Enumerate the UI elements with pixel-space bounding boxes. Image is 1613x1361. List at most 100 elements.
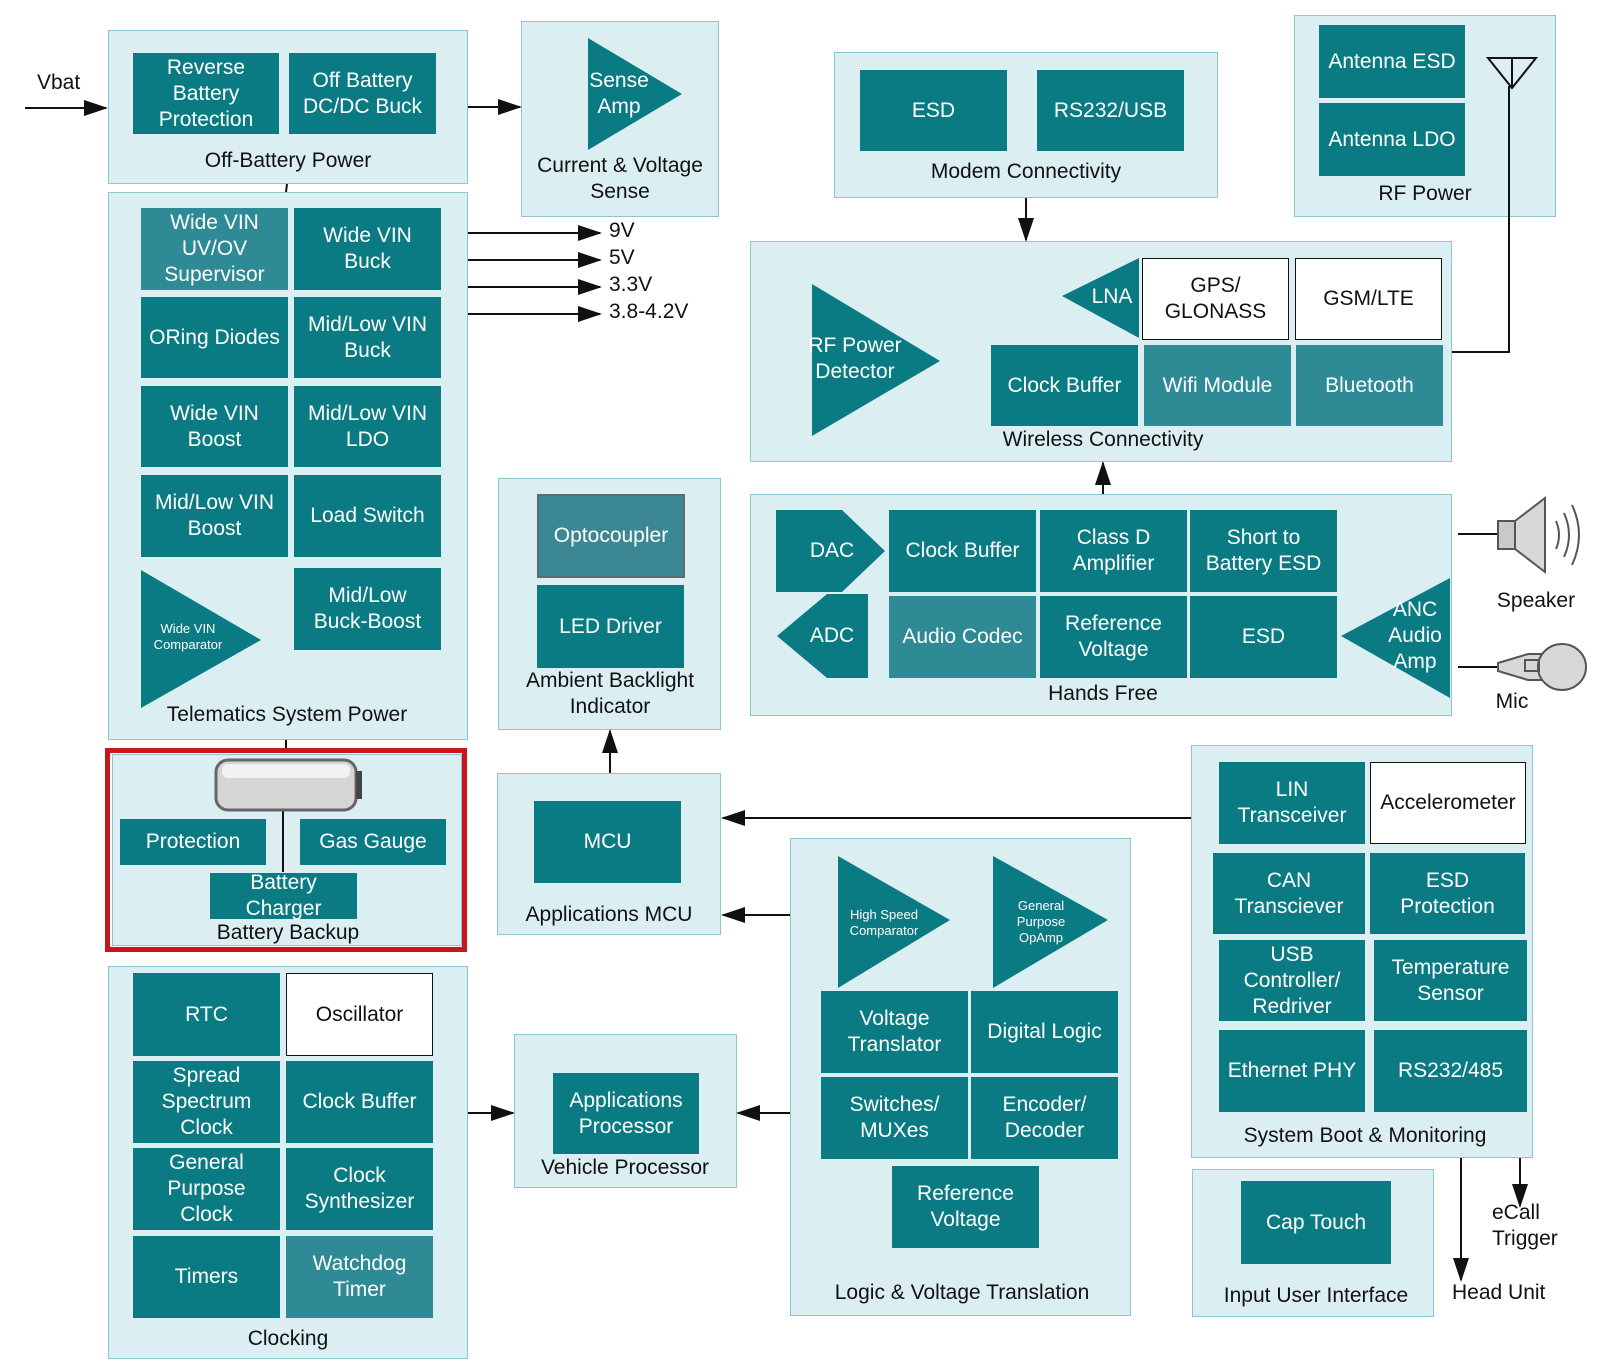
antenna-ldo-block[interactable]: Antenna LDO	[1319, 103, 1465, 176]
high-speed-comparator-label: High Speed Comparator	[849, 907, 919, 938]
voltage-translator-block[interactable]: Voltage Translator	[821, 991, 968, 1073]
temperature-sensor-block[interactable]: Temperature Sensor	[1374, 940, 1527, 1021]
antenna-connector	[1452, 86, 1510, 353]
antenna-esd-block[interactable]: Antenna ESD	[1319, 25, 1465, 98]
modem-connectivity-title: Modem Connectivity	[930, 160, 1122, 183]
handsfree-clock-buffer-block[interactable]: Clock Buffer	[889, 510, 1036, 592]
rtc-block[interactable]: RTC	[133, 973, 280, 1056]
wide-vin-comparator-triangle	[141, 570, 261, 708]
wide-vin-uv-ov-supervisor-block[interactable]: Wide VIN UV/OV Supervisor	[141, 208, 288, 290]
oscillator-block[interactable]: Oscillator	[286, 973, 433, 1056]
mic-label: Mic	[1495, 690, 1529, 713]
encoder-decoder-block[interactable]: Encoder/ Decoder	[971, 1077, 1118, 1159]
accelerometer-block[interactable]: Accelerometer	[1370, 762, 1526, 844]
esd-protection-block[interactable]: ESD Protection	[1370, 853, 1525, 934]
watchdog-timer-block[interactable]: Watchdog Timer	[286, 1236, 433, 1318]
general-purpose-clock-block[interactable]: General Purpose Clock	[133, 1148, 280, 1230]
lin-transceiver-block[interactable]: LIN Transceiver	[1219, 762, 1365, 844]
rs232-485-block[interactable]: RS232/485	[1374, 1030, 1527, 1112]
vbat-label: Vbat	[37, 71, 81, 94]
short-to-battery-esd-block[interactable]: Short to Battery ESD	[1190, 510, 1337, 592]
audio-codec-block[interactable]: Audio Codec	[889, 596, 1036, 678]
general-purpose-opamp-label: General Purpose OpAmp	[1016, 898, 1066, 945]
ethernet-phy-block[interactable]: Ethernet PHY	[1219, 1030, 1365, 1112]
mid-low-vin-buck-block[interactable]: Mid/Low VIN Buck	[294, 297, 441, 378]
speaker-label: Speaker	[1496, 589, 1576, 612]
off-battery-power-title: Off-Battery Power	[204, 149, 372, 172]
sense-amp-label: Sense Amp	[589, 69, 649, 118]
battery-charger-block[interactable]: Battery Charger	[210, 871, 357, 920]
cap-touch-block[interactable]: Cap Touch	[1241, 1181, 1391, 1264]
sense-amp-triangle	[588, 38, 682, 150]
output-3v3-label: 3.3V	[609, 273, 653, 296]
mid-low-buck-boost-block[interactable]: Mid/Low Buck-Boost	[294, 568, 441, 650]
off-battery-to-system-power-line	[285, 183, 288, 193]
clock-synthesizer-block[interactable]: Clock Synthesizer	[286, 1148, 433, 1230]
ambient-backlight-title: Ambient Backlight Indicator	[525, 669, 695, 718]
lna-label: LNA	[1091, 285, 1133, 308]
adc-label: ADC	[809, 624, 855, 647]
wireless-connectivity-title: Wireless Connectivity	[1002, 428, 1204, 451]
logic-voltage-translation-title: Logic & Voltage Translation	[834, 1281, 1090, 1304]
telematics-system-power-title: Telematics System Power	[166, 703, 408, 726]
mic-icon	[1497, 643, 1587, 691]
rs232-usb-block[interactable]: RS232/USB	[1037, 70, 1184, 151]
applications-mcu-title: Applications MCU	[525, 903, 693, 926]
bluetooth-block[interactable]: Bluetooth	[1296, 345, 1443, 426]
gsm-lte-block[interactable]: GSM/LTE	[1295, 258, 1442, 340]
wide-vin-boost-block[interactable]: Wide VIN Boost	[141, 386, 288, 467]
can-transciever-block[interactable]: CAN Transciever	[1213, 853, 1365, 934]
wide-vin-buck-block[interactable]: Wide VIN Buck	[294, 208, 441, 290]
lna-triangle	[1062, 258, 1139, 338]
mcu-block[interactable]: MCU	[534, 801, 681, 883]
usb-controller-redriver-block[interactable]: USB Controller/ Redriver	[1219, 940, 1365, 1021]
rf-power-detector-label: RF Power Detector	[808, 334, 902, 383]
switches-muxes-block[interactable]: Switches/ MUXes	[821, 1077, 968, 1159]
gps-glonass-block[interactable]: GPS/ GLONASS	[1142, 258, 1289, 340]
handsfree-reference-voltage-block[interactable]: Reference Voltage	[1040, 596, 1187, 678]
applications-processor-block[interactable]: Applications Processor	[553, 1073, 699, 1154]
clocking-title: Clocking	[247, 1327, 329, 1350]
off-battery-dcdc-buck-block[interactable]: Off Battery DC/DC Buck	[289, 53, 436, 134]
optocoupler-block[interactable]: Optocoupler	[537, 494, 685, 578]
head-unit-label: Head Unit	[1452, 1281, 1546, 1304]
input-user-interface-title: Input User Interface	[1223, 1284, 1409, 1307]
battery-icon	[214, 758, 362, 812]
system-boot-monitoring-title: System Boot & Monitoring	[1243, 1124, 1487, 1147]
modem-esd-block[interactable]: ESD	[860, 70, 1007, 151]
spread-spectrum-clock-block[interactable]: Spread Spectrum Clock	[133, 1061, 280, 1143]
speaker-icon	[1497, 495, 1580, 575]
wifi-module-block[interactable]: Wifi Module	[1144, 345, 1291, 426]
mid-low-vin-boost-block[interactable]: Mid/Low VIN Boost	[141, 475, 288, 557]
mid-low-vin-ldo-block[interactable]: Mid/Low VIN LDO	[294, 386, 441, 467]
dac-label: DAC	[809, 539, 855, 562]
timers-block[interactable]: Timers	[133, 1236, 280, 1318]
logic-reference-voltage-block[interactable]: Reference Voltage	[892, 1166, 1039, 1248]
wide-vin-comparator-label: Wide VIN Comparator	[153, 621, 223, 652]
handsfree-esd-block[interactable]: ESD	[1190, 596, 1337, 678]
reverse-battery-protection-block[interactable]: Reverse Battery Protection	[133, 53, 279, 134]
clocking-clock-buffer-block[interactable]: Clock Buffer	[286, 1061, 433, 1143]
led-driver-block[interactable]: LED Driver	[537, 585, 684, 668]
high-speed-comparator-triangle	[838, 856, 950, 988]
dac-shape	[776, 510, 885, 592]
protection-block[interactable]: Protection	[120, 819, 266, 865]
oring-diodes-block[interactable]: ORing Diodes	[141, 297, 288, 378]
load-switch-block[interactable]: Load Switch	[294, 475, 441, 557]
wireless-clock-buffer-block[interactable]: Clock Buffer	[991, 345, 1138, 426]
anc-audio-amp-label: ANC Audio Amp	[1388, 598, 1442, 673]
adc-shape	[777, 594, 868, 678]
rf-power-detector-triangle	[812, 284, 940, 436]
rf-power-title: RF Power	[1378, 182, 1472, 205]
output-9v-label: 9V	[609, 219, 635, 242]
vehicle-processor-title: Vehicle Processor	[540, 1156, 710, 1179]
output-5v-label: 5V	[609, 246, 635, 269]
antenna-icon	[1485, 57, 1539, 90]
battery-backup-title: Battery Backup	[216, 921, 360, 944]
class-d-amplifier-block[interactable]: Class D Amplifier	[1040, 510, 1187, 592]
battery-backup-highlight	[105, 748, 467, 952]
anc-audio-amp-triangle	[1341, 578, 1450, 698]
gas-gauge-block[interactable]: Gas Gauge	[300, 819, 446, 865]
digital-logic-block[interactable]: Digital Logic	[971, 991, 1118, 1073]
